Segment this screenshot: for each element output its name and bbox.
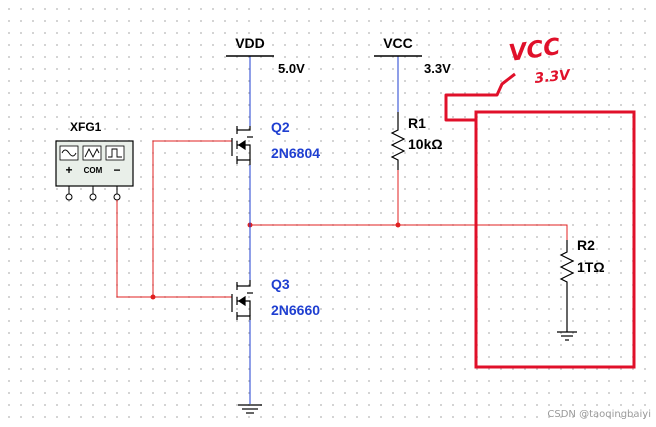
vdd-label: VDD <box>235 35 265 51</box>
handwritten-vcc: VCC <box>507 34 562 67</box>
junction-dot <box>150 294 156 300</box>
xfg1-label: XFG1 <box>70 120 102 134</box>
vdd-source[interactable]: VDD 5.0V <box>226 35 305 76</box>
terminal-com-label: COM <box>84 166 103 175</box>
handwritten-voltage: 3.3V <box>534 67 572 87</box>
terminal-plus-label: + <box>65 163 72 177</box>
q2-ref: Q2 <box>271 119 290 135</box>
handwritten-annotation: VCC 3.3V <box>444 34 636 369</box>
square-wave-icon <box>105 145 125 161</box>
vcc-value: 3.3V <box>424 61 451 76</box>
triangle-wave-icon <box>82 145 102 161</box>
q2-part: 2N6804 <box>271 145 320 161</box>
terminal-plus[interactable] <box>65 193 73 201</box>
ground-symbol <box>557 331 577 341</box>
q3-ref: Q3 <box>271 276 290 292</box>
highlight-box <box>474 110 636 369</box>
mosfet-q3[interactable] <box>231 280 253 320</box>
terminal-minus[interactable] <box>113 193 121 201</box>
r2-value: 1TΩ <box>577 259 605 275</box>
mosfet-q2[interactable] <box>231 126 253 165</box>
junction-dot <box>395 222 401 228</box>
vdd-value: 5.0V <box>278 61 305 76</box>
r2-ref: R2 <box>577 237 595 253</box>
vcc-source[interactable]: VCC 3.3V <box>374 35 451 76</box>
r1-ref: R1 <box>408 115 426 131</box>
resistor-r1[interactable]: R1 10kΩ <box>390 112 443 170</box>
wire-output-node <box>250 224 568 240</box>
resistor-r2[interactable]: R2 1TΩ <box>559 237 605 332</box>
vcc-label: VCC <box>383 35 413 51</box>
r1-value: 10kΩ <box>408 136 443 152</box>
signal-wires <box>116 140 568 298</box>
wire-gate-q3 <box>116 200 232 298</box>
wire-gate-q2 <box>152 140 232 297</box>
ground-symbol <box>238 404 262 414</box>
terminal-com[interactable] <box>89 193 97 201</box>
q3-part: 2N6660 <box>271 302 320 318</box>
annotation-arrow <box>444 72 516 122</box>
power-wires <box>249 56 399 404</box>
function-generator-xfg1[interactable]: XFG1 + COM − <box>55 120 134 201</box>
watermark: CSDN @taoqingbaiyi <box>547 409 651 420</box>
terminal-minus-label: − <box>113 163 120 177</box>
